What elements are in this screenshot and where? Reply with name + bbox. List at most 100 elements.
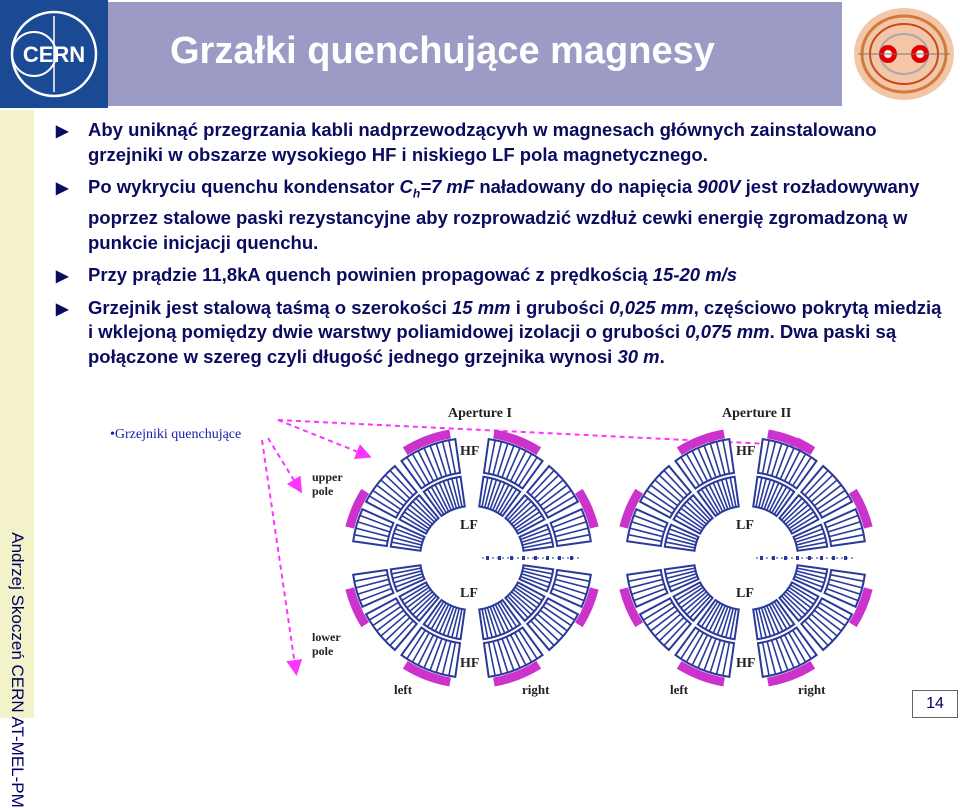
coil-turn [509, 500, 532, 523]
lf-label-upper-1: LF [460, 518, 478, 533]
coil-turn [766, 641, 777, 675]
coil-turn [680, 456, 700, 487]
coil-turn [499, 488, 518, 515]
coil-turn [542, 605, 572, 627]
coil-turn [512, 507, 538, 528]
coil-turn [556, 533, 590, 543]
coil-turn [556, 573, 590, 583]
coil-turn [406, 629, 426, 660]
coil-turn [770, 639, 783, 673]
coil-turn [680, 507, 706, 528]
bullet-2-post: jest rozładowywany poprzez stalowe paski… [88, 176, 920, 253]
coil-turn [816, 489, 846, 511]
coil-turn [481, 477, 489, 508]
coil-turn [829, 527, 863, 538]
coil-turn [441, 641, 452, 675]
coil-turn [700, 601, 719, 628]
midplane-marker [498, 556, 501, 560]
heater-strip [574, 587, 599, 628]
aperture-2-label: Aperture II [722, 406, 792, 421]
coil-turn [685, 453, 704, 484]
coil-turn [703, 445, 717, 478]
coil-turn [446, 479, 458, 509]
outer-coil-block [525, 597, 580, 652]
magnet-cross-section: Aperture I Aperture II HF HF LF LF LF LF… [276, 400, 896, 718]
coil-turn [522, 536, 552, 546]
coil-turn [533, 616, 560, 642]
heater-strip [402, 660, 451, 687]
coil-turn [448, 440, 457, 474]
coil-turn [512, 588, 538, 609]
coil-turn [442, 480, 455, 510]
coil-turn [539, 609, 568, 632]
coil-turn [505, 447, 521, 480]
coil-turn [406, 507, 432, 528]
coil-turn [505, 636, 521, 669]
coil-turn [758, 478, 767, 508]
coil-turn [518, 629, 538, 660]
coil-turn [448, 642, 457, 676]
coil-turn [780, 497, 803, 521]
lower-pole-label: lower pole [312, 630, 341, 658]
field-simulation-icon [848, 0, 960, 108]
coil-turn [685, 632, 704, 663]
coil-turn [409, 504, 434, 525]
coil-turn [722, 642, 731, 676]
coil-turn [417, 634, 435, 666]
coil-turn [819, 601, 850, 621]
coil-turn [359, 514, 392, 529]
coil-turn [780, 595, 803, 619]
coil-turn [533, 474, 560, 500]
coil-turn [501, 638, 515, 671]
triangle-right-icon: ▶ [56, 268, 69, 286]
coil-turn [406, 588, 432, 609]
lf-label-lower-2: LF [736, 586, 754, 601]
coil-turn [506, 497, 529, 521]
heaters-caption: •Grzejniki quenchujące [110, 427, 242, 442]
coil-turn [380, 479, 408, 503]
coil-turn [642, 601, 673, 621]
coil-turn [435, 443, 448, 477]
coil-turn [796, 536, 826, 546]
coil-turn [509, 634, 527, 666]
coil-turn [792, 629, 812, 660]
coil-turn [708, 484, 724, 512]
coil-turn [729, 477, 737, 508]
coil-turn [813, 484, 842, 507]
coil-turn [683, 591, 708, 612]
coil-turn [667, 572, 697, 584]
midplane-marker [844, 556, 847, 560]
capacitor-subscript: h [412, 186, 421, 201]
coil-turn [771, 486, 788, 514]
bullet-list: ▶ Aby uniknąć przegrzania kabli nadprzew… [56, 118, 946, 377]
coil-turn [536, 479, 564, 503]
coil-turn [729, 608, 737, 639]
coil-turn [680, 629, 700, 660]
coil-turn [826, 514, 859, 529]
coil-turn [497, 602, 514, 630]
outer-coil-block [799, 464, 854, 519]
coil-turn [628, 573, 662, 583]
coil-turn [411, 453, 430, 484]
coil-turn [357, 583, 391, 596]
hf-label-bottom-1: HF [460, 656, 480, 671]
bullet-3: ▶ Przy prądzie 11,8kA quench powinien pr… [56, 263, 946, 288]
hf-label-top-2: HF [736, 444, 756, 459]
coil-turn [355, 578, 389, 589]
coil-turn [487, 642, 496, 676]
coil-turn [807, 474, 834, 500]
triangle-right-icon: ▶ [56, 300, 69, 318]
coil-turn [830, 533, 864, 543]
heater-strip [402, 429, 451, 456]
coil-turn [709, 639, 722, 673]
coil-turn [492, 482, 506, 511]
heater-strip [493, 660, 542, 687]
midplane-marker [510, 556, 513, 560]
coil-turn [827, 520, 861, 533]
coil-turn [487, 440, 496, 474]
voltage-value: 900V [697, 176, 741, 197]
outer-coil-block [364, 597, 419, 652]
propagation-speed: 15-20 m/s [652, 264, 738, 286]
midplane-marker [558, 556, 561, 560]
coil-turn [455, 477, 463, 508]
